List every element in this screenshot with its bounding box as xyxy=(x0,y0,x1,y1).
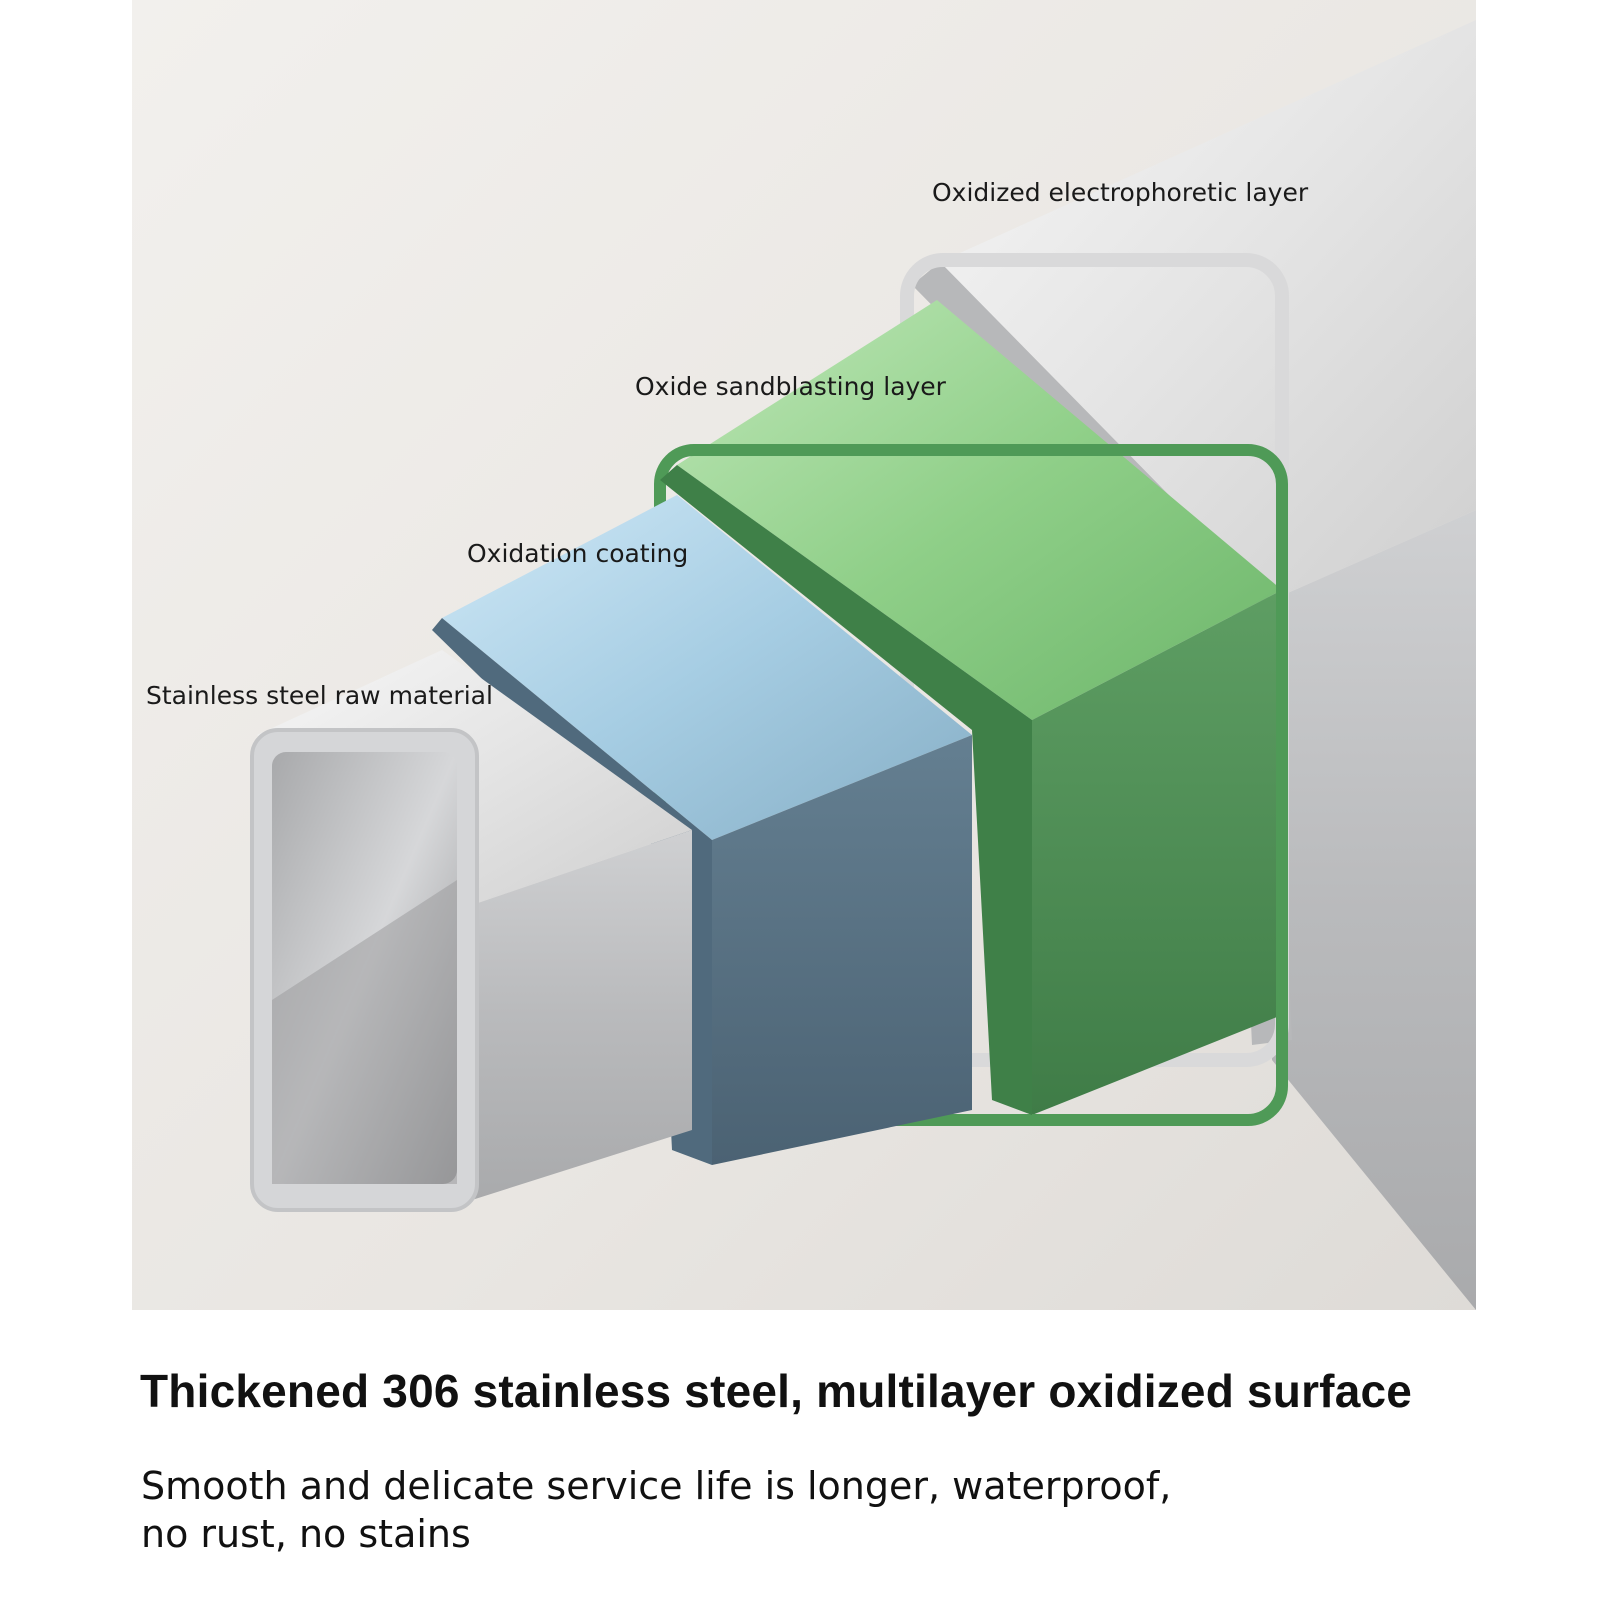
product-cutaway-illustration: Oxidized electrophoretic layer Oxide san… xyxy=(132,0,1476,1310)
label-oxidation-coating: Oxidation coating xyxy=(467,539,689,568)
label-sandblasting-layer: Oxide sandblasting layer xyxy=(635,372,946,401)
subline-line-2: no rust, no stains xyxy=(141,1512,471,1556)
label-raw-material: Stainless steel raw material xyxy=(146,681,493,710)
headline: Thickened 306 stainless steel, multilaye… xyxy=(140,1365,1413,1417)
subline-line-1: Smooth and delicate service life is long… xyxy=(141,1464,1172,1508)
subline: Smooth and delicate service life is long… xyxy=(141,1462,1461,1558)
label-electrophoretic-layer: Oxidized electrophoretic layer xyxy=(932,178,1309,207)
layered-tube-graphic xyxy=(132,0,1476,1310)
